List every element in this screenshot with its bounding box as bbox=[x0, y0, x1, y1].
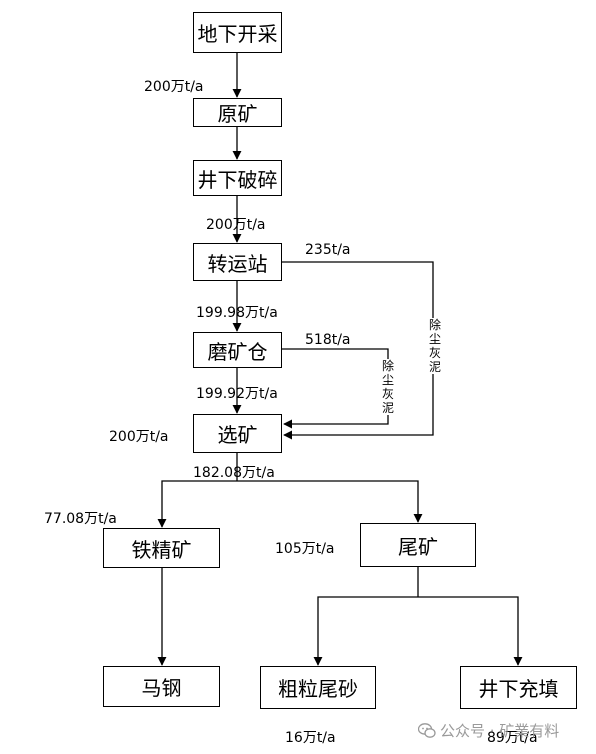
flow-label-coarse-sand: 16万t/a bbox=[285, 730, 336, 746]
node-coarse-tailings-sand: 粗粒尾砂 bbox=[260, 666, 376, 709]
node-iron-concentrate: 铁精矿 bbox=[103, 528, 220, 568]
node-transfer-station: 转运站 bbox=[193, 243, 282, 281]
node-masteel: 马钢 bbox=[103, 666, 220, 707]
flow-label-crushing-to-transfer: 200万t/a bbox=[206, 217, 266, 233]
arrow-to-iron-concentrate bbox=[157, 480, 237, 528]
wechat-icon bbox=[418, 722, 436, 738]
arrow-to-tailings bbox=[237, 480, 423, 523]
flow-label-beneficiation-output: 182.08万t/a bbox=[193, 465, 275, 481]
arrow-to-coarse-sand bbox=[313, 596, 418, 666]
flow-label-transfer-dust: 235t/a bbox=[305, 242, 351, 258]
watermark-text: 公众号 · 矿業有料 bbox=[440, 722, 560, 740]
flow-label-beneficiation-input: 200万t/a bbox=[109, 429, 169, 445]
node-raw-ore: 原矿 bbox=[193, 98, 282, 127]
flow-label-grinding-to-beneficiation: 199.92万t/a bbox=[196, 386, 278, 402]
dust-label-transfer: 除尘灰泥 bbox=[428, 318, 442, 374]
node-underground-backfill: 井下充填 bbox=[460, 666, 577, 709]
dust-label-grinding: 除尘灰泥 bbox=[381, 359, 395, 415]
watermark: 公众号 · 矿業有料 bbox=[418, 720, 559, 741]
node-grinding-bin: 磨矿仓 bbox=[193, 332, 282, 368]
node-underground-crushing: 井下破碎 bbox=[193, 160, 282, 196]
node-beneficiation: 选矿 bbox=[193, 414, 282, 453]
node-tailings: 尾矿 bbox=[360, 523, 476, 567]
dust-return-grinding bbox=[281, 348, 389, 429]
node-underground-mining: 地下开采 bbox=[193, 12, 282, 53]
flow-label-mining-to-raw: 200万t/a bbox=[144, 79, 204, 95]
flow-label-grinding-dust: 518t/a bbox=[305, 332, 351, 348]
flow-label-iron-concentrate: 77.08万t/a bbox=[44, 511, 117, 527]
arrow-to-backfill bbox=[418, 596, 523, 666]
flow-label-backfill: 89万t/a bbox=[487, 730, 538, 746]
flow-label-transfer-to-grinding: 199.98万t/a bbox=[196, 305, 278, 321]
flow-label-tailings: 105万t/a bbox=[275, 541, 335, 557]
